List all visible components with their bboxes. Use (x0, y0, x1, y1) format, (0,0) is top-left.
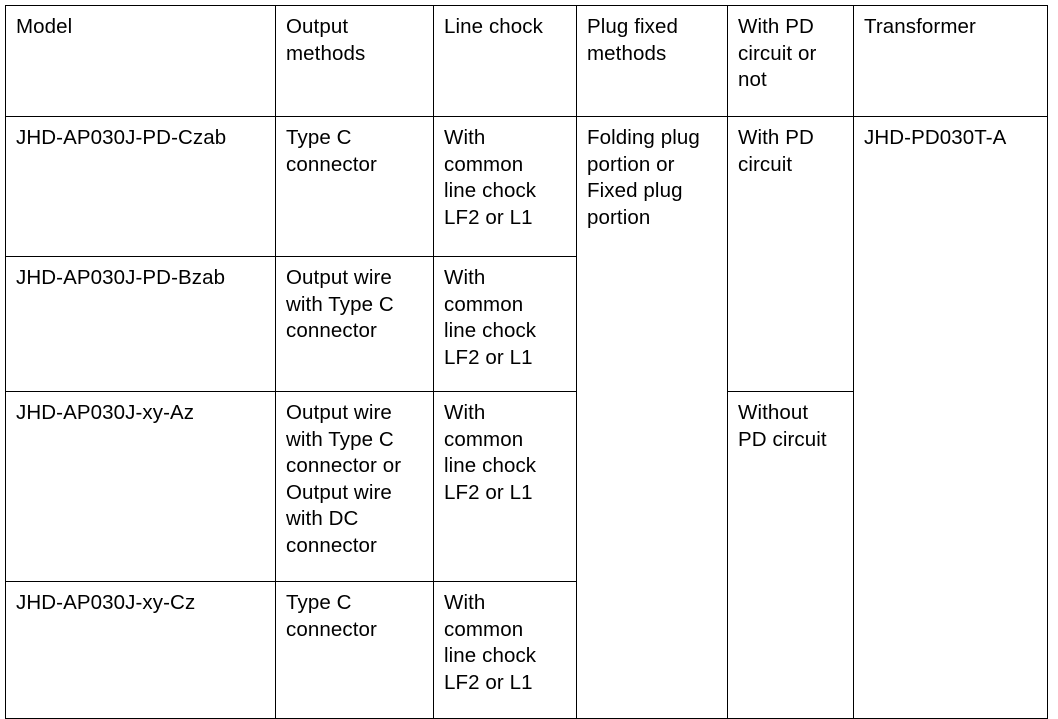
header-label: Output methods (286, 15, 366, 65)
column-header-pd-circuit: With PD circuit or not (727, 5, 854, 117)
cell-output-methods: Type C connector (275, 581, 434, 719)
output-methods-value: Output wire with Type C connector (286, 266, 394, 342)
output-methods-value: Type C connector (286, 126, 377, 176)
column-header-transformer: Transformer (853, 5, 1048, 117)
cell-plug-fixed-methods-merged: Folding plug portion or Fixed plug porti… (576, 116, 728, 719)
cell-output-methods: Output wire with Type C connector (275, 256, 434, 392)
header-label: Transformer (864, 15, 976, 38)
header-label: Line chock (444, 15, 544, 38)
model-specification-table: Model Output methods Line chock Plug fix… (5, 5, 1048, 719)
model-value: JHD-AP030J-xy-Cz (16, 591, 196, 614)
column-header-plug-fixed-methods: Plug fixed methods (576, 5, 728, 117)
table-header-row: Model Output methods Line chock Plug fix… (5, 5, 1048, 117)
page-canvas: Model Output methods Line chock Plug fix… (5, 5, 1048, 719)
output-methods-value: Type C connector (286, 591, 377, 641)
table-row: JHD-AP030J-PD-Czab Type C connector With… (5, 116, 1048, 719)
model-value: JHD-AP030J-PD-Czab (16, 126, 227, 149)
cell-model: JHD-AP030J-xy-Az (5, 391, 276, 582)
plug-fixed-methods-value: Folding plug portion or Fixed plug porti… (587, 126, 700, 229)
cell-transformer-merged: JHD-PD030T-A (853, 116, 1048, 719)
table-row: JHD-AP030J-xy-Az Output wire with Type C… (5, 391, 1048, 719)
cell-line-chock: With common line chock LF2 or L1 (433, 391, 577, 582)
cell-pd-circuit-with-merged: With PD circuit (727, 116, 854, 392)
table-row: JHD-AP030J-PD-Bzab Output wire with Type… (5, 256, 1048, 392)
cell-model: JHD-AP030J-xy-Cz (5, 581, 276, 719)
model-value: JHD-AP030J-PD-Bzab (16, 266, 226, 289)
column-header-line-chock: Line chock (433, 5, 577, 117)
column-header-model: Model (5, 5, 276, 117)
header-label: Model (16, 15, 73, 38)
line-chock-value: With common line chock LF2 or L1 (444, 591, 537, 694)
cell-pd-circuit-without-merged: Without PD circuit (727, 391, 854, 719)
cell-line-chock: With common line chock LF2 or L1 (433, 116, 577, 257)
transformer-value: JHD-PD030T-A (864, 126, 1007, 149)
pd-circuit-value: Without PD circuit (738, 401, 827, 451)
header-label: With PD circuit or not (738, 15, 817, 91)
cell-output-methods: Output wire with Type C connector or Out… (275, 391, 434, 582)
line-chock-value: With common line chock LF2 or L1 (444, 401, 537, 504)
pd-circuit-value: With PD circuit (738, 126, 814, 176)
cell-line-chock: With common line chock LF2 or L1 (433, 256, 577, 392)
cell-model: JHD-AP030J-PD-Bzab (5, 256, 276, 392)
cell-output-methods: Type C connector (275, 116, 434, 257)
line-chock-value: With common line chock LF2 or L1 (444, 266, 537, 369)
column-header-output-methods: Output methods (275, 5, 434, 117)
line-chock-value: With common line chock LF2 or L1 (444, 126, 537, 229)
header-label: Plug fixed methods (587, 15, 679, 65)
output-methods-value: Output wire with Type C connector or Out… (286, 401, 402, 557)
cell-model: JHD-AP030J-PD-Czab (5, 116, 276, 257)
model-value: JHD-AP030J-xy-Az (16, 401, 195, 424)
cell-line-chock: With common line chock LF2 or L1 (433, 581, 577, 719)
